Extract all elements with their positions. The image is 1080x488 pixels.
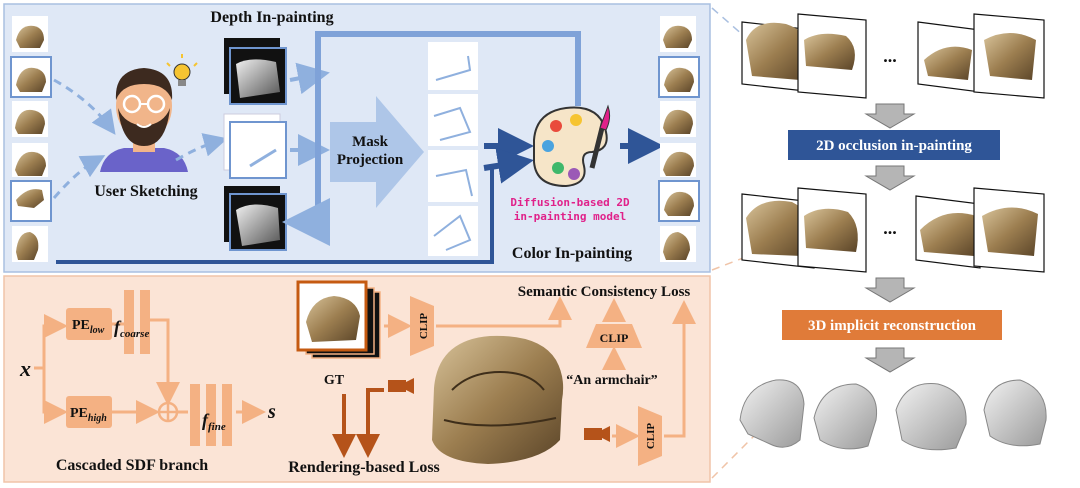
clip-encoder-2 <box>586 324 642 348</box>
reconstructed-meshes <box>739 379 1047 451</box>
arrow-x-to-pe-high <box>42 368 68 424</box>
f-coarse-label: fcoarse <box>114 317 149 340</box>
f-fine-subscript: fine <box>208 421 226 433</box>
output-view-thumbnails <box>658 16 700 262</box>
palette-icon <box>533 104 611 188</box>
pe-low-text: PE <box>72 318 90 333</box>
f-coarse-text: f <box>114 317 122 337</box>
loop-arrow-top <box>282 31 581 246</box>
camera-icon-1 <box>388 378 414 394</box>
ellipsis-top: ... <box>883 46 897 66</box>
projection-label: Projection <box>337 152 404 168</box>
inpaint-input-views <box>741 13 1045 99</box>
step-3d-reconstruction-label: 3D implicit reconstruction <box>808 318 977 334</box>
semantic-loss-label: Semantic Consistency Loss <box>518 284 691 300</box>
down-arrow-3 <box>864 277 916 303</box>
clip-2-label: CLIP <box>600 331 629 345</box>
loop-arrow-bottom <box>58 164 494 264</box>
gt-label: GT <box>324 373 345 388</box>
clip-encoder-3 <box>638 406 662 466</box>
depth-map-frames <box>223 38 287 251</box>
clip-3-label: CLIP <box>645 423 657 450</box>
inpainted-output-views <box>741 187 1045 273</box>
projected-mask-frames <box>428 42 478 256</box>
color-inpainting-label: Color In-painting <box>512 245 632 262</box>
down-arrow-1 <box>864 103 916 129</box>
coarse-layers <box>124 290 150 354</box>
pe-low-subscript: low <box>90 325 105 336</box>
down-arrow-2 <box>864 165 916 191</box>
rendering-loss-label: Rendering-based Loss <box>288 459 440 476</box>
output-s-label: s <box>267 401 276 423</box>
down-arrow-4 <box>864 347 916 373</box>
dashed-arrow-to-user-1 <box>53 78 116 135</box>
pe-high-text: PE <box>70 406 88 421</box>
diffusion-model-label-1: Diffusion-based 2D <box>510 196 630 209</box>
input-x-label: x <box>19 356 31 381</box>
user-avatar-icon <box>100 68 188 172</box>
cascaded-sdf-label: Cascaded SDF branch <box>56 457 208 474</box>
step-3d-reconstruction-box <box>782 310 1002 340</box>
pe-high-box <box>66 396 112 428</box>
gt-image-stack <box>296 280 381 359</box>
arrow-coarse-to-sum <box>150 318 180 406</box>
camera-icon-2 <box>584 426 610 442</box>
diffusion-model-label-2: in-painting model <box>514 210 627 223</box>
dashed-arrow-to-sketches <box>175 133 228 162</box>
mask-label: Mask <box>352 134 388 150</box>
input-view-thumbnails <box>10 16 52 262</box>
arrow-camera-to-render-loss <box>356 388 384 458</box>
f-fine-text: f <box>202 410 210 430</box>
text-prompt: “An armchair” <box>566 373 657 388</box>
arrow-clip3-to-semantic <box>664 300 696 438</box>
dashed-arrow-to-user-2 <box>52 155 106 199</box>
clip-1-label: CLIP <box>418 313 430 340</box>
arrow-clip-to-semantic <box>436 296 572 328</box>
depth-inpainting-title: Depth In-painting <box>210 9 333 26</box>
clip-encoder-1 <box>410 296 434 356</box>
lightbulb-icon <box>166 54 198 86</box>
pe-low-label: PElow <box>72 318 105 336</box>
fine-layers <box>190 384 232 446</box>
pe-low-box <box>66 308 112 340</box>
rendered-chair-image <box>432 335 564 464</box>
user-sketching-label: User Sketching <box>94 183 197 200</box>
step-2d-inpainting-box <box>788 130 1000 160</box>
pe-high-subscript: high <box>88 413 107 424</box>
f-fine-label: ffine <box>202 410 226 433</box>
f-coarse-subscript: coarse <box>120 328 149 340</box>
arrow-x-to-pe-low <box>34 314 68 370</box>
pe-high-label: PEhigh <box>70 406 107 424</box>
dashed-connector-top <box>711 7 761 51</box>
sum-operator-icon <box>157 401 179 423</box>
ellipsis-middle: ... <box>883 218 897 238</box>
mask-projection-arrow <box>330 96 424 208</box>
step-2d-inpainting-label: 2D occlusion in-painting <box>816 138 972 154</box>
